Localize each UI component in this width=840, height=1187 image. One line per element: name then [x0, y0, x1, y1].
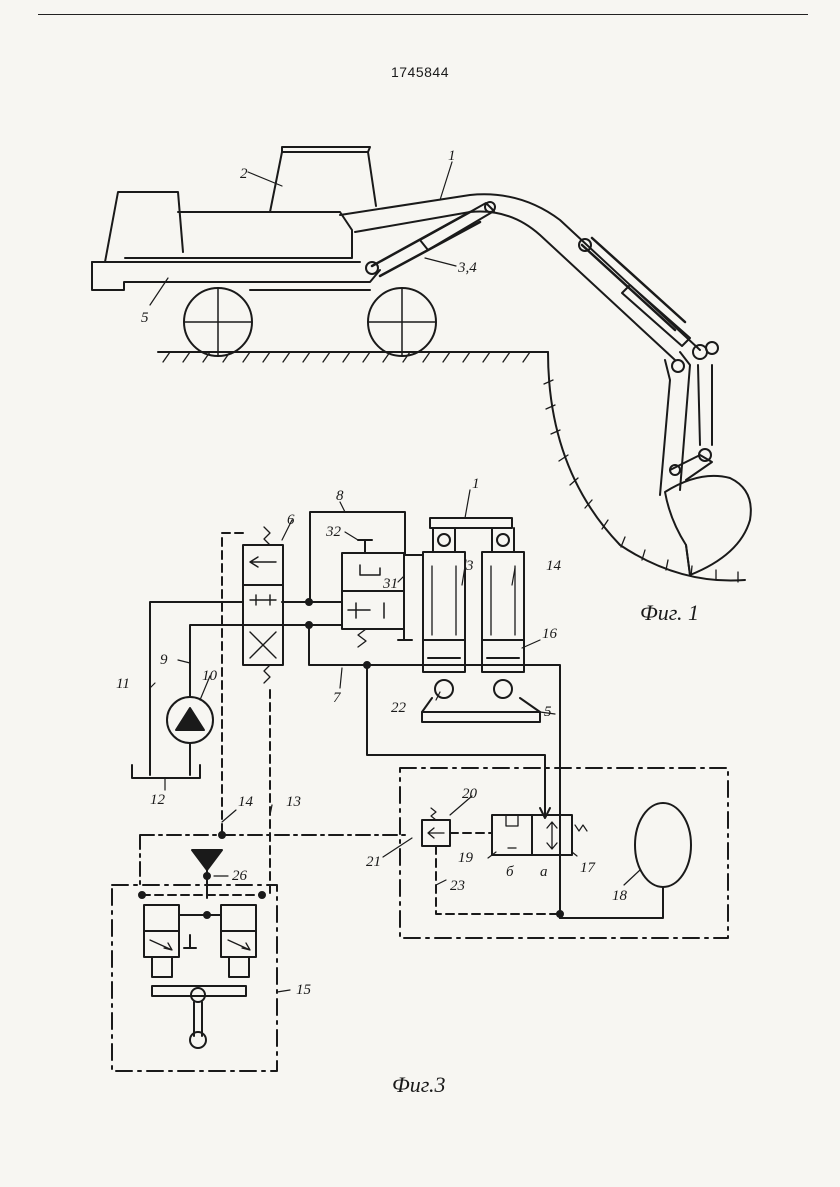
fig1-caption: Фиг. 1 — [640, 600, 699, 625]
fig3-label-15: 15 — [296, 982, 312, 998]
ground-hatching — [162, 351, 739, 583]
fig3-caption: Фиг.3 — [392, 1072, 446, 1097]
fig3-label-26: 26 — [232, 868, 248, 884]
fig1-labels — [149, 161, 457, 306]
fig3-label-22: 22 — [391, 700, 407, 716]
labels-layer: 2 1 3,4 5 Фиг. 1 1 3 5 6 7 8 9 10 11 12 … — [116, 148, 699, 1097]
fig3-label-32: 32 — [325, 524, 342, 540]
fig3-label-7: 7 — [333, 690, 342, 706]
fig3-label-12: 12 — [150, 792, 166, 808]
fig3-label-17: 17 — [580, 860, 597, 876]
fig3-label-21: 21 — [366, 854, 381, 870]
fig3-hydraulic-schematic — [111, 511, 729, 1072]
fig3-label-16: 16 — [542, 626, 558, 642]
fig3-leader-lines — [149, 489, 641, 993]
fig3-label-13: 13 — [286, 794, 301, 810]
top-border-line — [38, 14, 808, 15]
fig3-label-b: б — [506, 864, 514, 880]
fig3-label-a: а — [540, 864, 548, 880]
fig3-label-3: 3 — [465, 558, 474, 574]
fig3-label-5: 5 — [544, 704, 552, 720]
fig1-label-1: 1 — [448, 148, 456, 164]
fig3-label-14-cylinder: 14 — [546, 558, 562, 574]
fig3-label-9: 9 — [160, 652, 168, 668]
fig3-label-31: 31 — [382, 576, 398, 592]
fig1-label-3-4: 3,4 — [457, 260, 477, 276]
fig3-label-20: 20 — [462, 786, 478, 802]
fig3-label-8: 8 — [336, 488, 344, 504]
fig3-label-23: 23 — [450, 878, 465, 894]
document-number: 1745844 — [390, 64, 449, 80]
fig3-label-6: 6 — [287, 512, 295, 528]
fig3-label-14-pilot: 14 — [238, 794, 254, 810]
fig3-label-10: 10 — [202, 668, 218, 684]
fig1-excavator-drawing — [91, 146, 752, 583]
fig3-label-19: 19 — [458, 850, 474, 866]
fig3-label-1: 1 — [472, 476, 480, 492]
fig3-label-18: 18 — [612, 888, 628, 904]
fig1-label-5: 5 — [141, 310, 149, 326]
fig3-label-11: 11 — [116, 676, 130, 692]
fig1-label-2: 2 — [240, 166, 248, 182]
